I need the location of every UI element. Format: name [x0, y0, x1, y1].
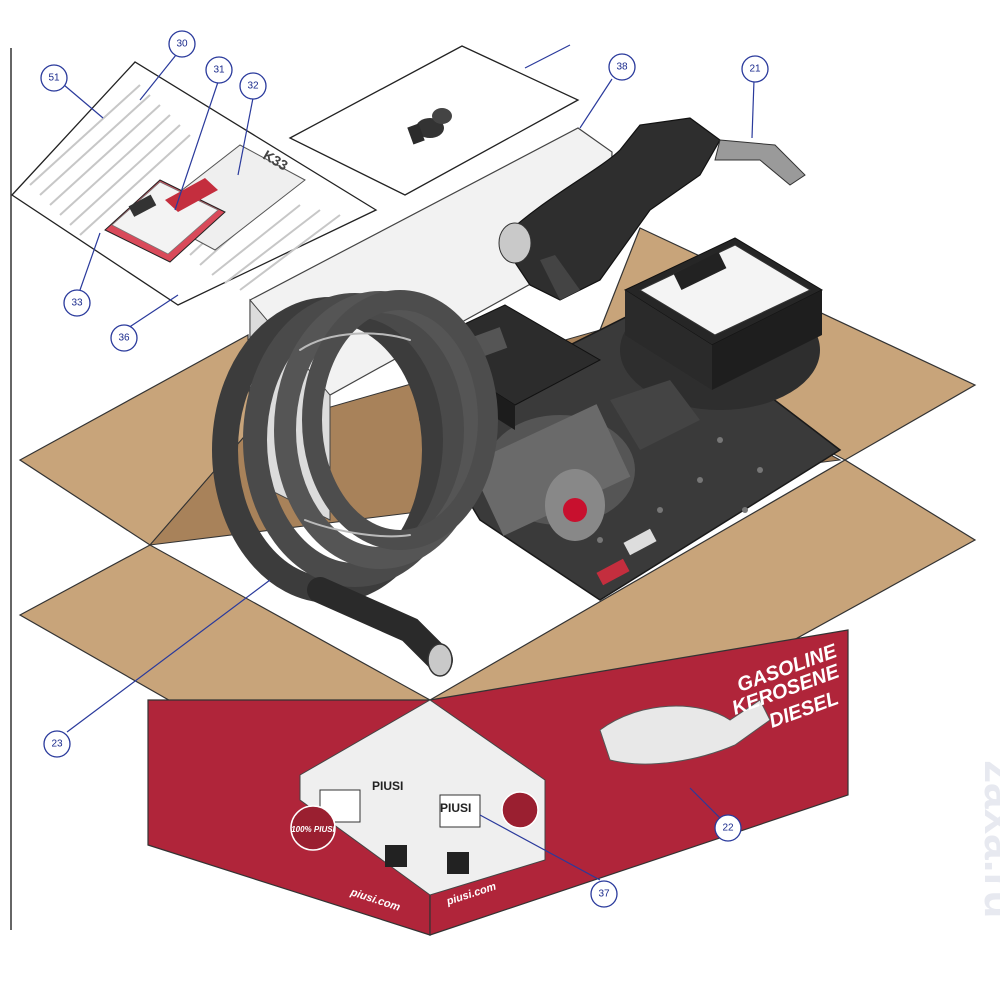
callout-23: 23	[43, 730, 71, 758]
svg-text:32: 32	[247, 81, 259, 92]
callout-36: 36	[110, 324, 138, 352]
dispensing-nozzle	[498, 117, 806, 301]
callout-37: 37	[590, 880, 618, 908]
print-brand-label-2: PIUSI	[440, 801, 471, 815]
svg-text:30: 30	[176, 39, 188, 50]
qr-code-right	[447, 852, 469, 874]
svg-text:33: 33	[71, 298, 83, 309]
callout-31: 31	[205, 56, 233, 84]
spout-part	[407, 108, 452, 145]
svg-text:22: 22	[722, 823, 734, 834]
callout-21: 21	[741, 55, 769, 83]
svg-text:36: 36	[118, 333, 130, 344]
svg-text:23: 23	[51, 739, 63, 750]
badge-text: 100% PIUSI	[291, 825, 335, 834]
leader-lines	[63, 44, 755, 881]
svg-text:37: 37	[598, 889, 610, 900]
callout-51: 51	[40, 64, 68, 92]
svg-text:38: 38	[616, 62, 628, 73]
qr-code-left	[385, 845, 407, 867]
callout-22: 22	[714, 814, 742, 842]
hose-coil	[212, 290, 498, 677]
badge-100-piusi	[290, 805, 336, 851]
watermark: zaxa.ru	[975, 760, 1000, 919]
print-brand-label-1: PIUSI	[372, 779, 403, 793]
callout-32: 32	[239, 72, 267, 100]
spare-parts-sheet	[288, 45, 580, 196]
callout-33: 33	[63, 289, 91, 317]
svg-text:21: 21	[749, 64, 761, 75]
pump-inlet	[563, 498, 587, 522]
warning-label	[596, 558, 630, 586]
plate-holes	[597, 437, 763, 543]
callout-38: 38	[608, 53, 636, 81]
callout-30: 30	[168, 30, 196, 58]
svg-text:31: 31	[213, 65, 225, 76]
manual-sheet: K33	[11, 61, 378, 306]
svg-text:51: 51	[48, 73, 60, 84]
info-label	[623, 528, 657, 556]
